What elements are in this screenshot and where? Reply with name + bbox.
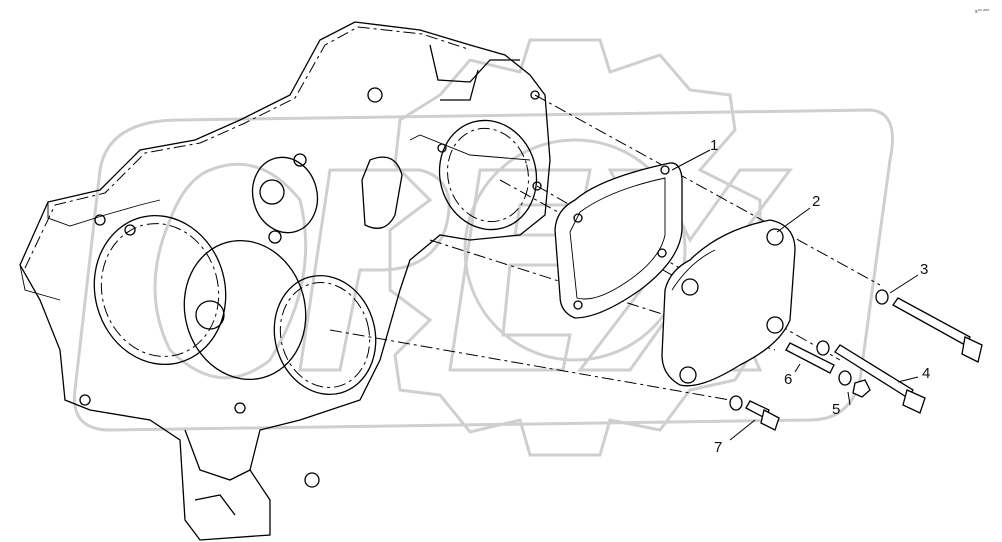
bolt-part-4 xyxy=(834,344,926,414)
cover-plate-part-2 xyxy=(661,219,796,387)
stud-part-6 xyxy=(785,340,835,374)
washer-part-5 xyxy=(838,370,871,398)
corner-code: s²⁰ ⁶⁰⁰ xyxy=(975,9,989,15)
callout-1: 1 xyxy=(710,137,718,154)
callout-5: 5 xyxy=(832,401,840,418)
watermark-gear xyxy=(388,38,762,457)
bolt-part-7 xyxy=(729,395,780,431)
callout-6: 6 xyxy=(784,371,792,388)
bolt-part-3 xyxy=(875,289,983,363)
callout-3: 3 xyxy=(920,261,928,278)
callout-4: 4 xyxy=(922,365,930,382)
callout-2: 2 xyxy=(812,193,820,210)
callout-7: 7 xyxy=(714,439,722,456)
gasket-part-1 xyxy=(554,162,683,319)
leader-lines xyxy=(671,149,919,441)
